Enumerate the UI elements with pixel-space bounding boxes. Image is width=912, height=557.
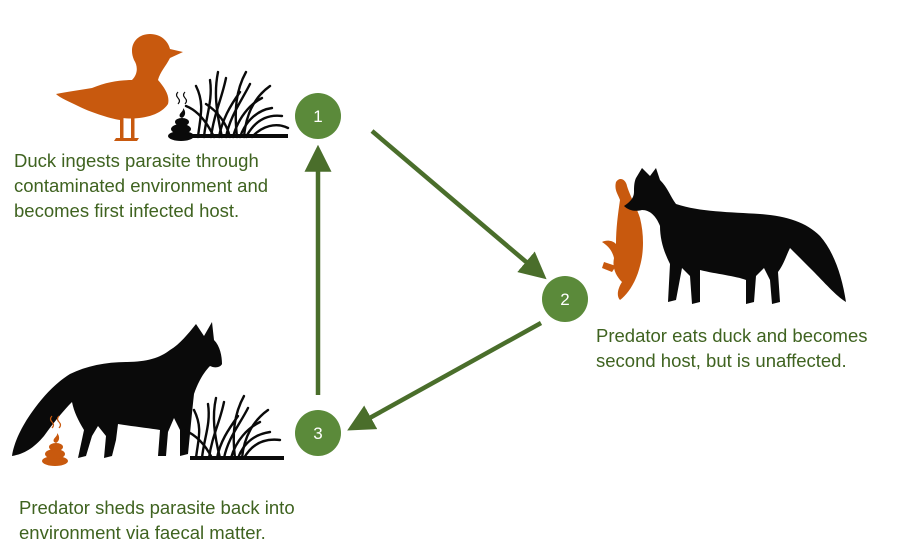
step-1-caption-line: contaminated environment and [14,175,269,196]
step-2-caption-line: Predator eats duck and becomes [596,325,868,346]
fox-silhouette-icon [12,322,222,458]
step-node-3-number: 3 [313,424,322,443]
step-node-3: 3 [295,410,341,456]
step-3-caption-line: environment via faecal matter. [19,522,266,543]
grass-tuft-icon [184,70,290,139]
step-1-caption: Duck ingests parasite through contaminat… [14,148,268,223]
step-2-caption-line: second host, but is unaffected. [596,350,847,371]
step-1-caption-line: becomes first infected host. [14,200,240,221]
duck-silhouette-icon [56,34,183,141]
fox-with-duck-silhouette-icon [602,168,846,304]
step-2-caption: Predator eats duck and becomes second ho… [596,323,868,373]
cycle-arrows [304,129,547,431]
grass-base [192,134,288,138]
grass-tuft-icon-bottom [182,394,282,460]
arrow-2-to-3 [347,321,543,431]
grass-base-bottom [190,456,284,460]
step-3-caption: Predator sheds parasite back into enviro… [19,495,295,545]
arrow-1-to-2 [370,129,547,280]
step-node-1: 1 [295,93,341,139]
droppings-icon [168,91,194,141]
step-node-2-number: 2 [560,290,569,309]
droppings-icon-orange [42,415,68,466]
step-1-caption-line: Duck ingests parasite through [14,150,259,171]
step-node-2: 2 [542,276,588,322]
step-3-caption-line: Predator sheds parasite back into [19,497,295,518]
step-node-1-number: 1 [313,107,322,126]
